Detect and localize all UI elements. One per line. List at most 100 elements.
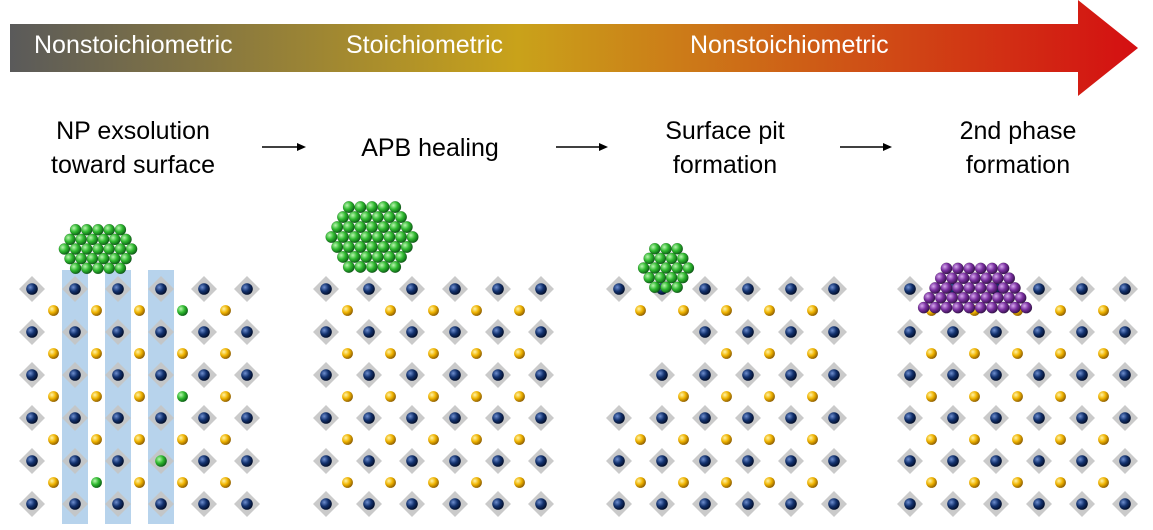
a-site-atom <box>48 305 59 316</box>
exsolved-metal-atom <box>383 210 396 224</box>
a-site-atom <box>385 348 396 359</box>
b-site-atom <box>904 369 916 381</box>
second-phase-atom <box>991 291 1004 304</box>
b-site-atom <box>1119 283 1131 295</box>
exsolved-metal-atom <box>394 210 408 224</box>
a-site-atom <box>428 305 439 316</box>
second-phase-atom <box>1003 291 1016 304</box>
b-site-atom <box>990 498 1002 510</box>
second-phase-atom <box>1020 301 1033 314</box>
b-site-atom <box>449 369 461 381</box>
b-site-atom <box>785 283 797 295</box>
a-site-atom <box>969 434 980 445</box>
a-site-atom <box>764 348 775 359</box>
a-site-atom <box>177 434 188 445</box>
b-site-atom <box>363 498 375 510</box>
b-site-atom <box>742 455 754 467</box>
right-arrow-icon <box>599 143 608 151</box>
b-site-atom <box>241 369 253 381</box>
b-site-atom <box>241 326 253 338</box>
exsolved-metal-atom <box>342 240 355 254</box>
b-site-atom <box>613 412 625 424</box>
exsolved-metal-atom <box>654 252 667 265</box>
b-site-atom <box>990 455 1002 467</box>
a-site-atom <box>342 477 353 488</box>
a-site-atom <box>1012 477 1023 488</box>
b-site-atom <box>198 455 210 467</box>
exsolved-metal-atom <box>371 230 384 244</box>
b-site-atom <box>699 498 711 510</box>
second-phase-atom <box>917 301 930 314</box>
b-site-atom <box>828 283 840 295</box>
exsolved-metal-atom <box>365 260 379 273</box>
a-site-atom <box>134 305 145 316</box>
exsolved-metal-atom <box>360 250 373 264</box>
b-site-atom <box>363 326 375 338</box>
a-site-atom <box>1098 434 1109 445</box>
a-site-atom <box>1012 434 1023 445</box>
second-phase-atom <box>957 272 970 285</box>
exsolved-metal-atom <box>80 223 93 236</box>
b-site-atom <box>904 498 916 510</box>
a-site-atom <box>721 477 732 488</box>
second-phase-atom <box>923 291 936 304</box>
a-site-atom <box>721 391 732 402</box>
a-site-atom <box>764 434 775 445</box>
b-site-atom <box>363 455 375 467</box>
exsolved-metal-atom <box>177 305 188 316</box>
exsolved-metal-atom <box>400 240 413 254</box>
exsolved-metal-atom <box>114 223 127 236</box>
exsolved-metal-atom <box>676 271 689 284</box>
exsolved-metal-atom <box>92 243 104 255</box>
a-site-atom <box>969 477 980 488</box>
a-site-atom <box>1098 477 1109 488</box>
b-site-atom <box>742 412 754 424</box>
stage-label-line: formation <box>672 151 778 179</box>
a-site-atom <box>635 434 646 445</box>
b-site-atom <box>69 326 81 338</box>
b-site-atom <box>69 283 81 295</box>
b-site-atom <box>535 369 547 381</box>
a-site-atom <box>134 348 145 359</box>
a-site-atom <box>48 391 59 402</box>
b-site-atom <box>535 326 547 338</box>
a-site-atom <box>1055 348 1066 359</box>
b-site-atom <box>449 326 461 338</box>
b-site-atom <box>1033 283 1045 295</box>
exsolved-metal-atom <box>676 252 689 265</box>
b-site-atom <box>828 455 840 467</box>
b-site-atom <box>828 498 840 510</box>
second-phase-atom <box>997 282 1010 294</box>
b-site-atom <box>1119 498 1131 510</box>
stage-label-second-phase: 2nd phase formation <box>905 114 1131 182</box>
b-site-atom <box>904 412 916 424</box>
exsolved-metal-atom <box>377 201 390 214</box>
b-site-atom <box>535 283 547 295</box>
a-site-atom <box>926 477 937 488</box>
exsolved-metal-atom <box>342 220 355 234</box>
a-site-atom <box>428 477 439 488</box>
b-site-atom <box>1033 412 1045 424</box>
b-site-atom <box>828 412 840 424</box>
exsolved-metal-atom <box>120 252 132 265</box>
b-site-atom <box>699 412 711 424</box>
b-site-atom <box>363 412 375 424</box>
a-site-atom <box>220 391 231 402</box>
a-site-atom <box>678 305 689 316</box>
b-site-atom <box>656 498 668 510</box>
exsolved-metal-atom <box>354 201 367 214</box>
b-site-atom <box>1119 369 1131 381</box>
b-site-atom <box>198 412 210 424</box>
exsolved-metal-atom <box>108 252 121 265</box>
exsolved-metal-atom <box>91 477 102 488</box>
second-phase-atom <box>957 291 970 304</box>
second-phase-atom <box>951 262 964 275</box>
b-site-atom <box>904 326 916 338</box>
b-site-atom <box>492 412 504 424</box>
b-site-atom <box>449 283 461 295</box>
second-phase-atom <box>980 272 993 285</box>
second-phase-atom <box>997 301 1010 314</box>
second-phase-atom <box>946 272 959 285</box>
second-phase-atom <box>934 272 947 285</box>
exsolved-metal-atom <box>331 220 344 234</box>
